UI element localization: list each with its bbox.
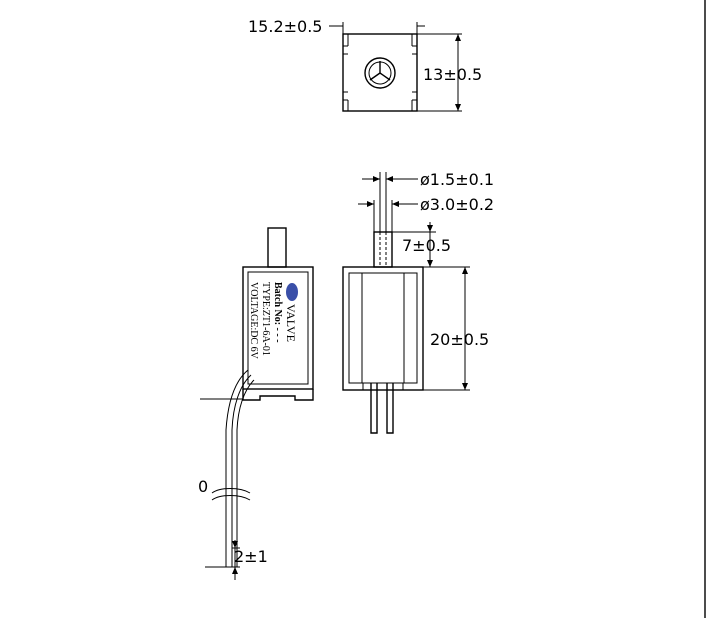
front-body xyxy=(242,266,314,390)
front-plunger xyxy=(267,227,287,268)
side-view: ø1.5±0.1 ø3.0±0.2 7±0.5 20±0.5 xyxy=(342,170,494,434)
top-view-body xyxy=(342,33,418,112)
top-view-port-icon xyxy=(364,57,396,89)
front-view: VALVE Batch No: - - - TYPE:ZT1-6A-01 VOL… xyxy=(198,227,314,580)
side-stem xyxy=(373,231,393,268)
top-view: 15.2±0.5 13±0.5 xyxy=(248,17,482,112)
batch-label: Batch No: - - - xyxy=(272,282,283,343)
top-width-dimension: 15.2±0.5 xyxy=(248,17,322,36)
body-height-dimension: 20±0.5 xyxy=(430,330,489,349)
tri-spoke-icon xyxy=(369,61,391,81)
wire-2 xyxy=(231,374,252,567)
brand-label: VALVE xyxy=(284,304,298,342)
brand-logo-icon xyxy=(286,283,298,301)
wire-end-dimension: 2±1 xyxy=(234,547,268,566)
type-label: TYPE:ZT1-6A-01 xyxy=(260,282,271,356)
wire-3 xyxy=(236,379,255,567)
nameplate: VALVE Batch No: - - - TYPE:ZT1-6A-01 VOL… xyxy=(248,282,298,360)
wire-1 xyxy=(225,369,249,567)
top-view-notches xyxy=(343,45,417,101)
wire-break-lower xyxy=(211,495,251,501)
diameter-small-dimension: ø1.5±0.1 xyxy=(420,170,494,189)
side-body xyxy=(342,266,424,391)
stem-length-dimension: 7±0.5 xyxy=(402,236,451,255)
top-view-edges xyxy=(347,34,413,111)
voltage-label: VOLTAGE:DC 6V xyxy=(248,282,259,360)
front-base xyxy=(242,389,314,401)
wire-break-label: 0 xyxy=(198,477,208,496)
wire-break-upper xyxy=(211,488,251,494)
top-height-dimension: 13±0.5 xyxy=(423,65,482,84)
side-legs xyxy=(370,383,394,434)
diameter-large-dimension: ø3.0±0.2 xyxy=(420,195,494,214)
